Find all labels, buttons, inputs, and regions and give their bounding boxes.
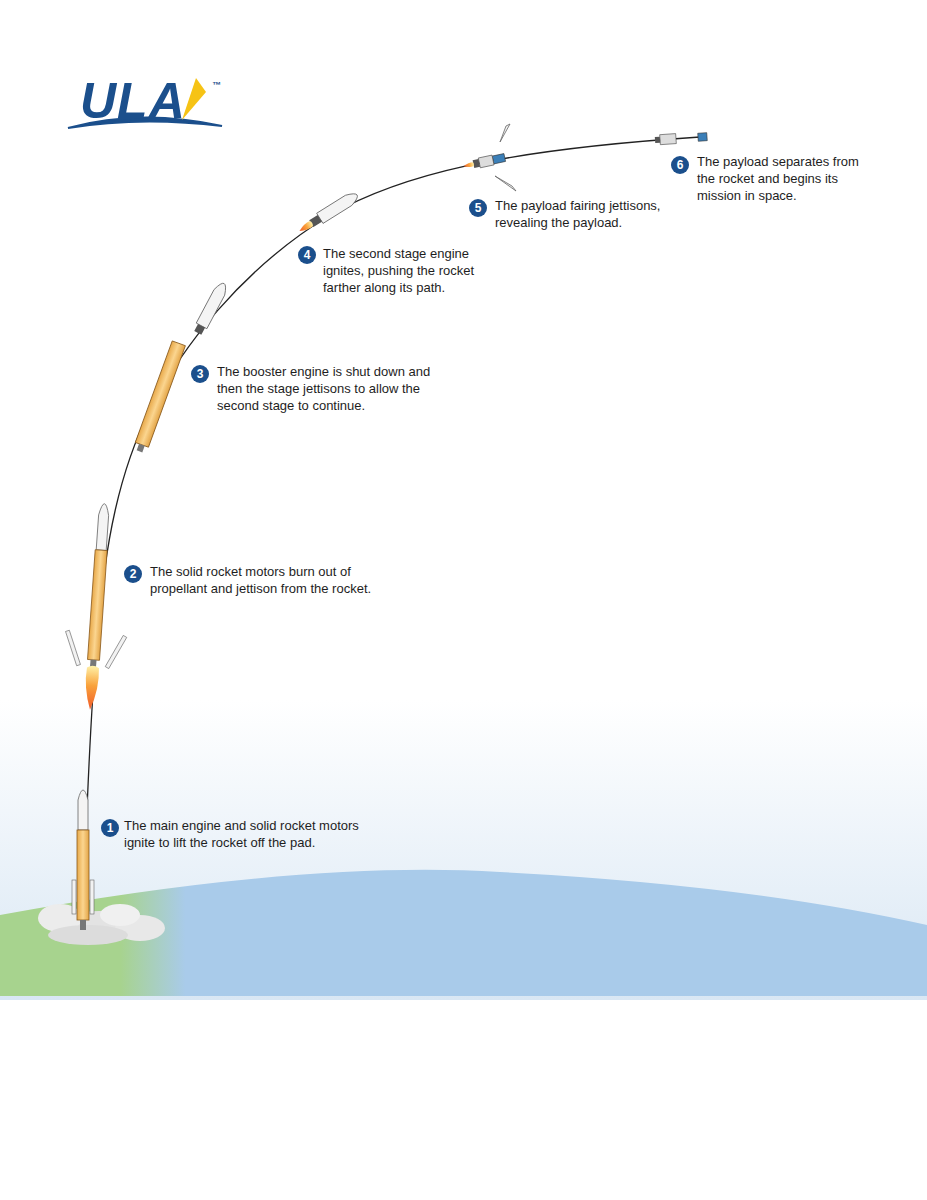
callout-number: 6 <box>671 156 689 174</box>
logo-text: ULA <box>80 76 186 126</box>
callout-number: 5 <box>469 199 487 217</box>
callout-number: 2 <box>124 565 142 583</box>
step-text: The main engine and solid rocket motors … <box>124 817 386 851</box>
callout-number: 4 <box>298 246 316 264</box>
step-text: The booster engine is shut down and then… <box>217 363 449 414</box>
trademark: ™ <box>212 80 221 90</box>
step-text: The payload fairing jettisons, revealing… <box>495 197 665 231</box>
step-text: The solid rocket motors burn out of prop… <box>150 563 398 597</box>
step-text: The payload separates from the rocket an… <box>697 153 867 204</box>
callout-number: 1 <box>101 819 119 837</box>
callout-number: 3 <box>191 365 209 383</box>
step-text: The second stage engine ignites, pushing… <box>323 245 493 296</box>
